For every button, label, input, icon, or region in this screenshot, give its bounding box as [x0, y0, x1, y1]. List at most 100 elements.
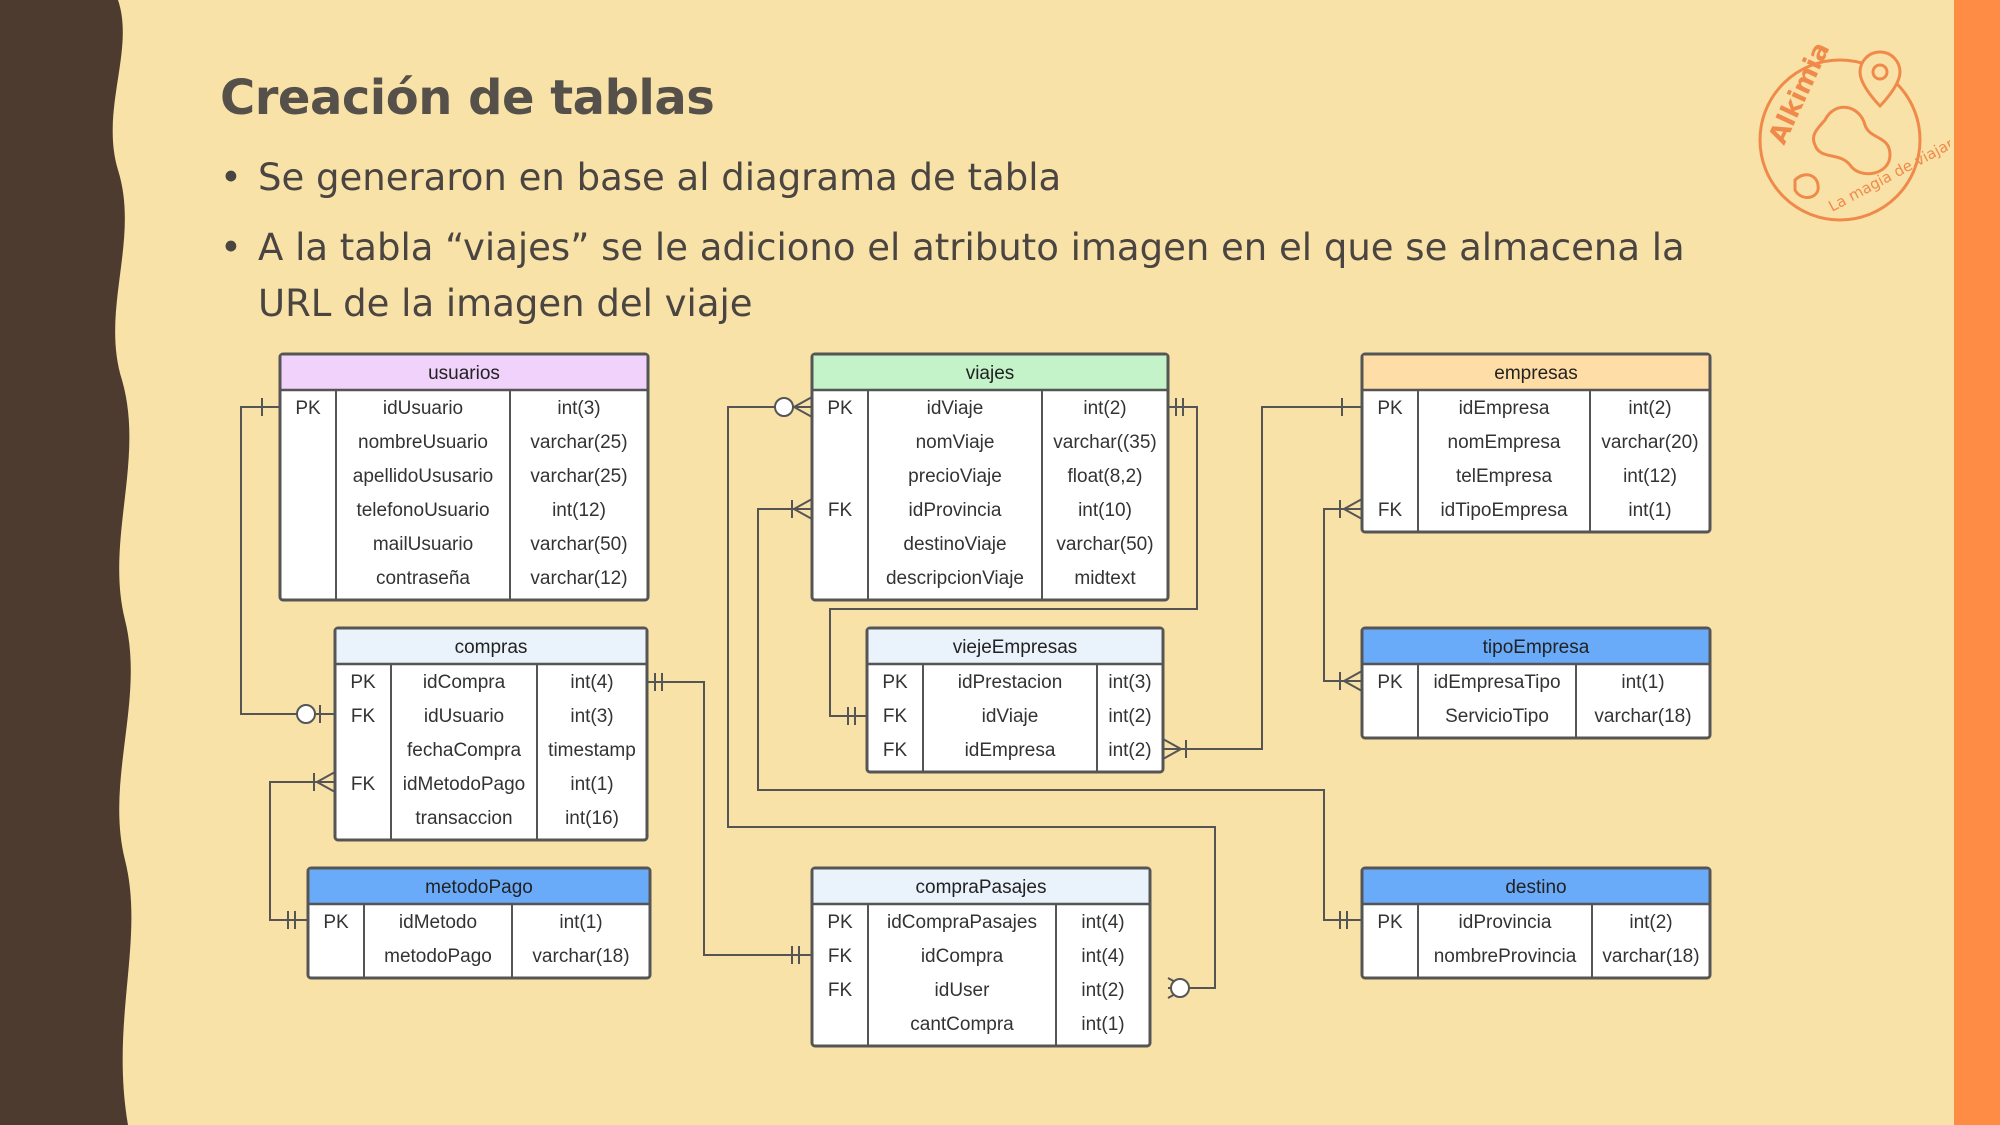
crow-foot [793, 498, 813, 510]
key-cell: PK [1377, 912, 1403, 933]
field-type-cell: varchar(18) [532, 946, 629, 967]
key-cell: FK [828, 500, 853, 521]
field-name-cell: idEmpresaTipo [1433, 672, 1560, 693]
key-cell: FK [351, 706, 376, 727]
wavy-band-shape [0, 0, 132, 1125]
field-type-cell: int(4) [1081, 946, 1124, 967]
field-name-cell: telEmpresa [1456, 466, 1553, 487]
page-title: Creación de tablas [220, 70, 715, 126]
field-name-cell: idMetodoPago [403, 774, 526, 795]
field-name-cell: fechaCompra [407, 740, 521, 761]
table-body [1360, 352, 1712, 534]
bullet-item: Se generaron en base al diagrama de tabl… [220, 150, 1740, 206]
relationship-connectors [240, 406, 1362, 989]
crow-foot [793, 406, 813, 418]
key-cell: PK [1377, 672, 1403, 693]
relationship-line [829, 406, 1198, 717]
field-name-cell: nombreUsuario [358, 432, 488, 453]
relationship-line [1323, 508, 1362, 682]
table-title: usuarios [428, 363, 500, 384]
field-name-cell: idMetodo [399, 912, 477, 933]
table-title: compraPasajes [916, 877, 1047, 898]
field-type-cell: int(1) [1081, 1014, 1124, 1035]
key-cell: FK [828, 980, 853, 1001]
field-type-cell: int(2) [1629, 912, 1672, 933]
cardinality-circle [1170, 978, 1190, 998]
field-type-cell: int(10) [1078, 500, 1132, 521]
table-title: compras [455, 637, 528, 658]
table-header [813, 869, 1149, 904]
field-name-cell: idEmpresa [1459, 398, 1550, 419]
field-type-cell: int(1) [1621, 672, 1664, 693]
crow-foot [1343, 670, 1363, 682]
field-type-cell: int(12) [1623, 466, 1677, 487]
key-cell: FK [351, 774, 376, 795]
crow-foot [316, 771, 336, 783]
field-type-cell: int(1) [570, 774, 613, 795]
field-name-cell: telefonoUsuario [356, 500, 489, 521]
relationship-line [240, 406, 335, 715]
field-type-cell: float(8,2) [1068, 466, 1143, 487]
bullet-item: A la tabla “viajes” se le adiciono el at… [220, 220, 1740, 332]
field-name-cell: ServicioTipo [1445, 706, 1549, 727]
field-name-cell: idProvincia [1459, 912, 1552, 933]
crow-foot [316, 781, 336, 793]
field-type-cell: int(4) [1081, 912, 1124, 933]
crow-foot [1162, 738, 1182, 750]
crow-foot [1343, 498, 1363, 510]
field-type-cell: int(2) [1108, 706, 1151, 727]
cardinality-circle [774, 397, 794, 417]
relationship-line [727, 406, 1216, 989]
right-accent-band [1954, 0, 2000, 1125]
field-name-cell: idCompra [423, 672, 506, 693]
field-name-cell: idViaje [982, 706, 1039, 727]
field-name-cell: idTipoEmpresa [1440, 500, 1568, 521]
table-header [336, 629, 646, 664]
field-type-cell: int(2) [1081, 980, 1124, 1001]
field-name-cell: idUsuario [424, 706, 504, 727]
field-name-cell: idUsuario [383, 398, 463, 419]
field-type-cell: varchar(12) [530, 568, 627, 589]
relationship-line [647, 681, 812, 956]
relationship-line [1163, 406, 1362, 750]
key-cell: PK [1377, 398, 1403, 419]
table-body [810, 866, 1152, 1048]
table-header [1363, 869, 1709, 904]
field-type-cell: timestamp [548, 740, 636, 761]
cardinality-markers [261, 396, 1363, 999]
key-cell: FK [1378, 500, 1403, 521]
field-type-cell: varchar(50) [530, 534, 627, 555]
table-title: viajes [966, 363, 1015, 384]
field-type-cell: varchar((35) [1053, 432, 1156, 453]
field-name-cell: idUser [935, 980, 991, 1001]
field-type-cell: int(3) [557, 398, 600, 419]
key-cell: PK [295, 398, 321, 419]
field-type-cell: varchar(18) [1594, 706, 1691, 727]
crow-foot [1162, 748, 1182, 760]
field-type-cell: varchar(20) [1601, 432, 1698, 453]
table-header [813, 355, 1167, 390]
field-name-cell: precioViaje [908, 466, 1002, 487]
field-name-cell: destinoViaje [903, 534, 1006, 555]
table-title: destino [1505, 877, 1566, 898]
field-name-cell: contraseña [376, 568, 470, 589]
key-cell: FK [883, 740, 908, 761]
left-decorative-band [0, 0, 132, 1125]
field-type-cell: int(2) [1108, 740, 1151, 761]
relationship-line [757, 508, 1362, 921]
table-header [868, 629, 1162, 664]
field-name-cell: cantCompra [910, 1014, 1014, 1035]
field-name-cell: idCompraPasajes [887, 912, 1037, 933]
table-body [333, 626, 649, 842]
globe-icon [1758, 58, 1922, 222]
location-pin-dot [1871, 63, 1889, 81]
field-name-cell: nombreProvincia [1434, 946, 1577, 967]
